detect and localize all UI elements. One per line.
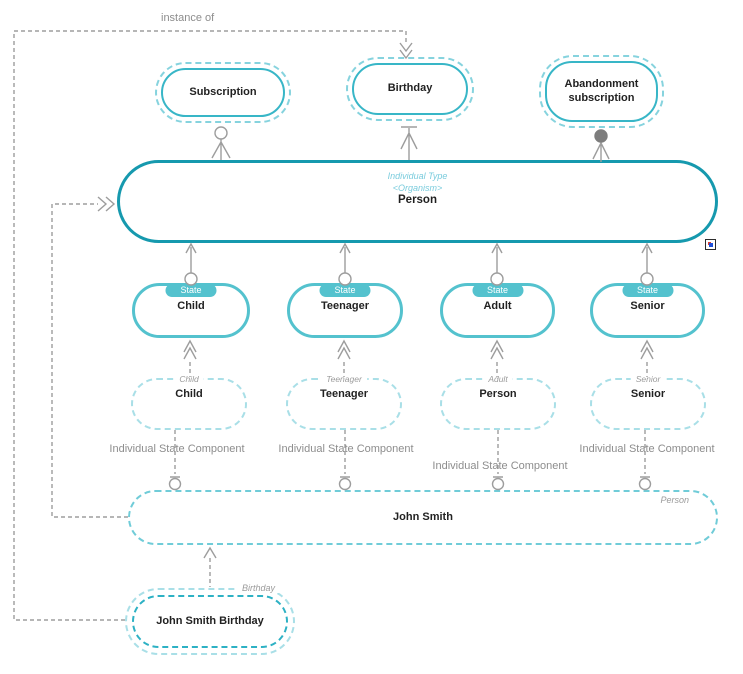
event-node-birthday[interactable]: Birthday: [346, 57, 474, 121]
instance-label: Person: [479, 388, 517, 400]
state-type-connectors: [184, 242, 654, 286]
component-caption: Individual State Component: [278, 443, 414, 455]
event-node-border: Abandonment subscription: [545, 61, 658, 122]
event-node-abandonment-subscription[interactable]: Abandonment subscription: [539, 55, 664, 128]
instance-tag: Child: [174, 374, 204, 384]
state-label: Child: [177, 300, 205, 312]
event-node-subscription[interactable]: Subscription: [155, 62, 291, 123]
instance-tag: Senior: [630, 374, 666, 384]
model-badge-icon[interactable]: [705, 239, 716, 250]
state-tab: State: [621, 284, 674, 297]
state-label: Teenager: [320, 300, 370, 312]
subscription-connector: [211, 126, 231, 160]
individual-node-john-smith[interactable]: Person John Smith: [128, 490, 718, 545]
individual-label: John Smith: [393, 510, 453, 523]
state-node-teenager[interactable]: State Teenager: [287, 283, 403, 338]
event-node-border: Birthday: [352, 63, 468, 115]
instance-label: Teenager: [319, 388, 369, 400]
state-tab: State: [165, 284, 217, 297]
event-instance-border: John Smith Birthday: [132, 595, 288, 648]
individual-tag: Person: [657, 495, 692, 505]
state-node-senior[interactable]: State Senior: [590, 283, 705, 338]
type-node-person[interactable]: Individual Type <Organism> Person: [117, 160, 718, 243]
instance-node-senior[interactable]: Senior Senior: [590, 374, 706, 430]
instance-of-label: instance of: [161, 12, 215, 24]
state-node-child[interactable]: State Child: [132, 283, 250, 338]
instance-individual-connectors: [168, 430, 652, 491]
event-label: Subscription: [189, 85, 257, 98]
instance-tag: Teenager: [321, 374, 367, 384]
state-tab: State: [319, 284, 371, 297]
instance-node-teenager[interactable]: Teenager Teenager: [286, 374, 402, 430]
abandonment-connector: [592, 129, 610, 162]
component-caption: Individual State Component: [432, 460, 568, 472]
type-stereotype-line1: Individual Type: [387, 171, 448, 181]
event-instance-tag: Birthday: [237, 583, 279, 593]
instance-label: Child: [175, 388, 203, 400]
event-label: Abandonment subscription: [564, 77, 639, 104]
component-caption: Individual State Component: [579, 443, 715, 455]
component-caption: Individual State Component: [109, 443, 245, 455]
instance-label: Senior: [630, 388, 666, 400]
state-label: Adult: [483, 300, 512, 312]
instance-node-child[interactable]: Child Child: [131, 374, 247, 430]
type-name-label: Person: [398, 194, 437, 206]
state-label: Senior: [630, 300, 665, 312]
event-label: Birthday: [387, 82, 433, 95]
event-instance-node-john-smith-birthday[interactable]: Birthday John Smith Birthday: [125, 583, 295, 655]
instance-tag: Adult: [483, 374, 513, 384]
badge-blue-dot: [709, 243, 713, 247]
type-stereotype-line2: <Organism>: [392, 183, 443, 193]
event-instance-label: John Smith Birthday: [156, 614, 264, 627]
state-tab: State: [471, 284, 524, 297]
instance-of-connector-person: [51, 196, 128, 518]
instance-node-adult-person[interactable]: Adult Person: [440, 374, 556, 430]
event-instance-connector: [203, 546, 217, 587]
birthday-connector: [400, 126, 418, 160]
event-node-border: Subscription: [161, 68, 285, 117]
state-node-adult[interactable]: State Adult: [440, 283, 555, 338]
instance-state-connectors: [183, 339, 654, 377]
